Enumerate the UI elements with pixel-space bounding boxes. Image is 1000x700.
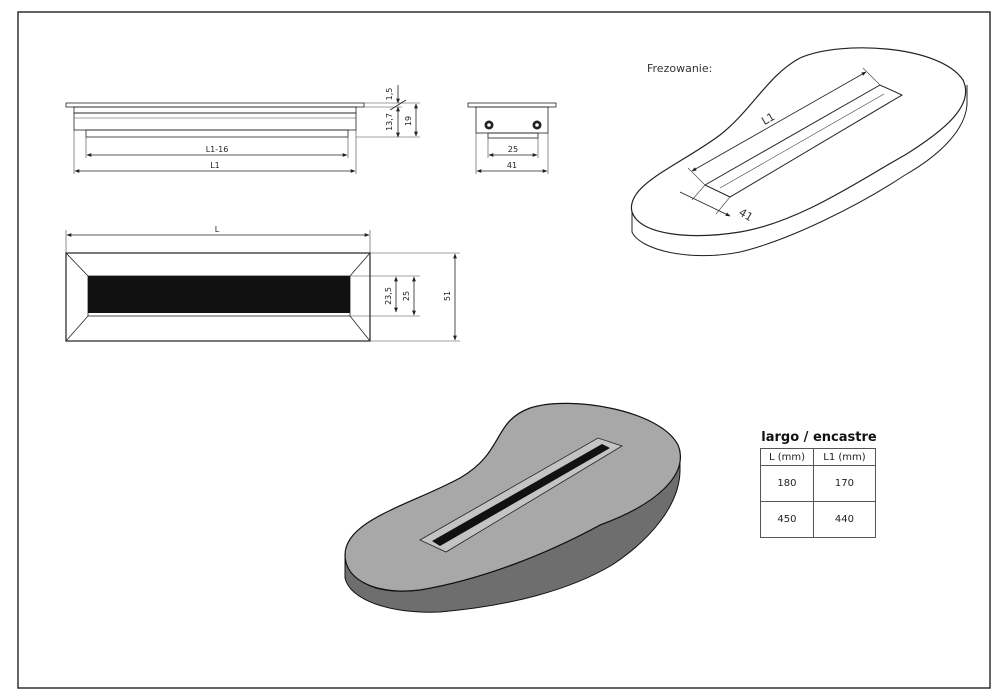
table-cell: 180 xyxy=(760,465,814,502)
dim-l-top: L xyxy=(215,225,220,234)
size-table: largo / encastre L (mm) L1 (mm) 180 170 … xyxy=(760,430,878,538)
size-table-grid: L (mm) L1 (mm) 180 170 450 440 xyxy=(760,448,877,538)
dim-13-7: 13,7 xyxy=(385,113,394,131)
size-table-title: largo / encastre xyxy=(761,430,877,445)
table-header-row: L (mm) L1 (mm) xyxy=(760,448,877,466)
dim-41-side: 41 xyxy=(507,161,517,170)
table-cell: 170 xyxy=(812,465,877,502)
dim-25-top: 25 xyxy=(402,291,411,301)
dim-1-5: 1,5 xyxy=(385,88,394,101)
table-cell: 450 xyxy=(760,501,814,538)
product-render xyxy=(344,402,681,613)
dim-l1: L1 xyxy=(210,161,220,170)
iso-dim-41: 41 xyxy=(736,206,755,224)
front-view: L1-16 L1 1,5 13,7 19 xyxy=(65,85,420,174)
table-cell: 440 xyxy=(812,501,877,538)
dim-23-5: 23,5 xyxy=(384,287,393,305)
dim-19: 19 xyxy=(404,116,413,126)
frezowanie-label: Frezowanie: xyxy=(647,62,712,75)
table-row: 450 440 xyxy=(760,501,877,538)
milling-isometric: Frezowanie: L1 41 xyxy=(630,47,968,257)
dim-51: 51 xyxy=(443,291,452,301)
table-header-l: L (mm) xyxy=(760,448,814,466)
iso-dim-l1: L1 xyxy=(759,110,777,128)
table-row: 180 170 xyxy=(760,465,877,502)
top-view: L 23,5 25 51 xyxy=(65,225,460,342)
dim-25-side: 25 xyxy=(508,145,518,154)
side-view: 25 41 xyxy=(467,102,557,174)
dim-l1-16: L1-16 xyxy=(206,145,229,154)
sheet-frame xyxy=(17,11,991,689)
brush-slot xyxy=(88,276,350,313)
table-header-l1: L1 (mm) xyxy=(812,448,877,466)
